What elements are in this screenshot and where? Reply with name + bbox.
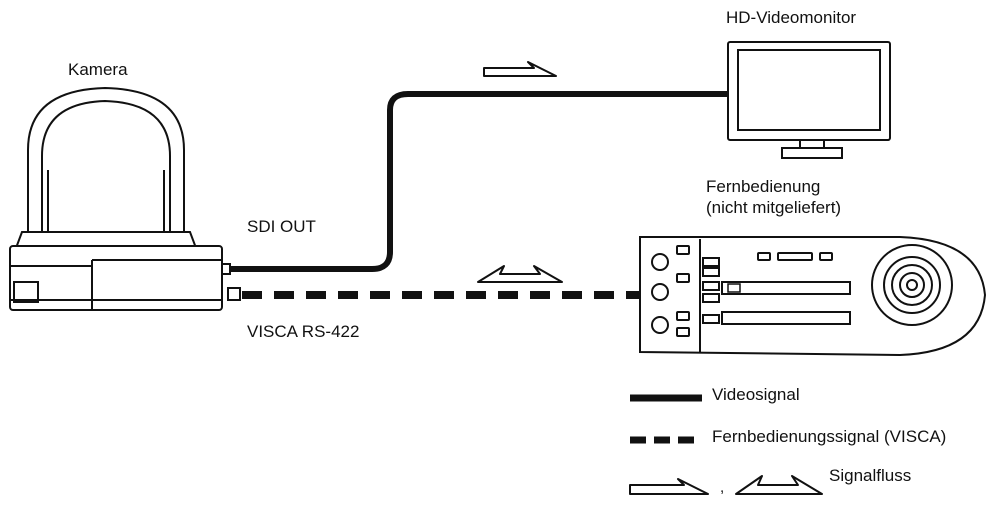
video-signal-cable xyxy=(230,91,730,272)
remote-label-line2: (nicht mitgeliefert) xyxy=(706,198,842,217)
legend-separator: , xyxy=(720,479,725,496)
remote-label: Fernbedienung (nicht mitgeliefert) xyxy=(706,176,841,218)
remote-label-line1: Fernbedienung xyxy=(706,177,821,196)
legend-remote-label: Fernbedienungssignal (VISCA) xyxy=(712,427,947,446)
ptz-camera-icon xyxy=(9,86,241,311)
legend-video-label: Videosignal xyxy=(712,385,800,404)
monitor-icon xyxy=(727,41,891,159)
visca-port-label: VISCA RS-422 xyxy=(247,322,360,341)
sdi-out-label: SDI OUT xyxy=(247,217,316,236)
legend-flow-label: Signalfluss xyxy=(829,466,912,485)
remote-controller-icon xyxy=(639,236,987,357)
arrow-right-icon xyxy=(483,61,557,77)
camera-label: Kamera xyxy=(68,60,128,79)
legend-arrow-right-icon xyxy=(629,478,709,495)
monitor-label: HD-Videomonitor xyxy=(726,8,857,27)
legend-arrow-bidirectional-icon xyxy=(735,475,823,495)
arrow-bidirectional-icon xyxy=(477,265,563,283)
